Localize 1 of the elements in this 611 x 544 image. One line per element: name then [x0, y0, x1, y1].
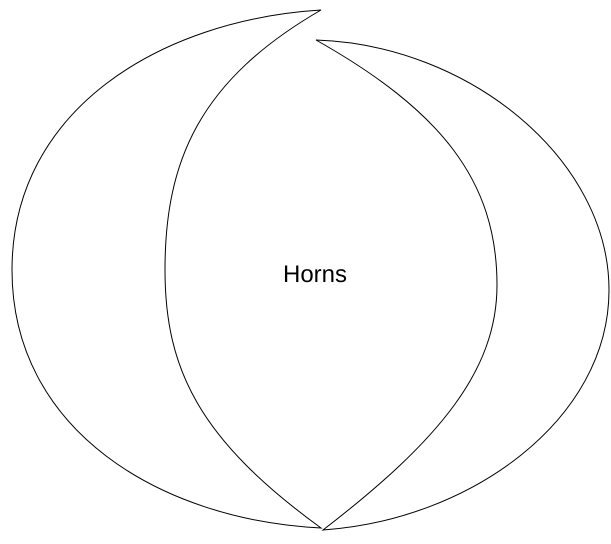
- center-label: Horns: [282, 260, 348, 290]
